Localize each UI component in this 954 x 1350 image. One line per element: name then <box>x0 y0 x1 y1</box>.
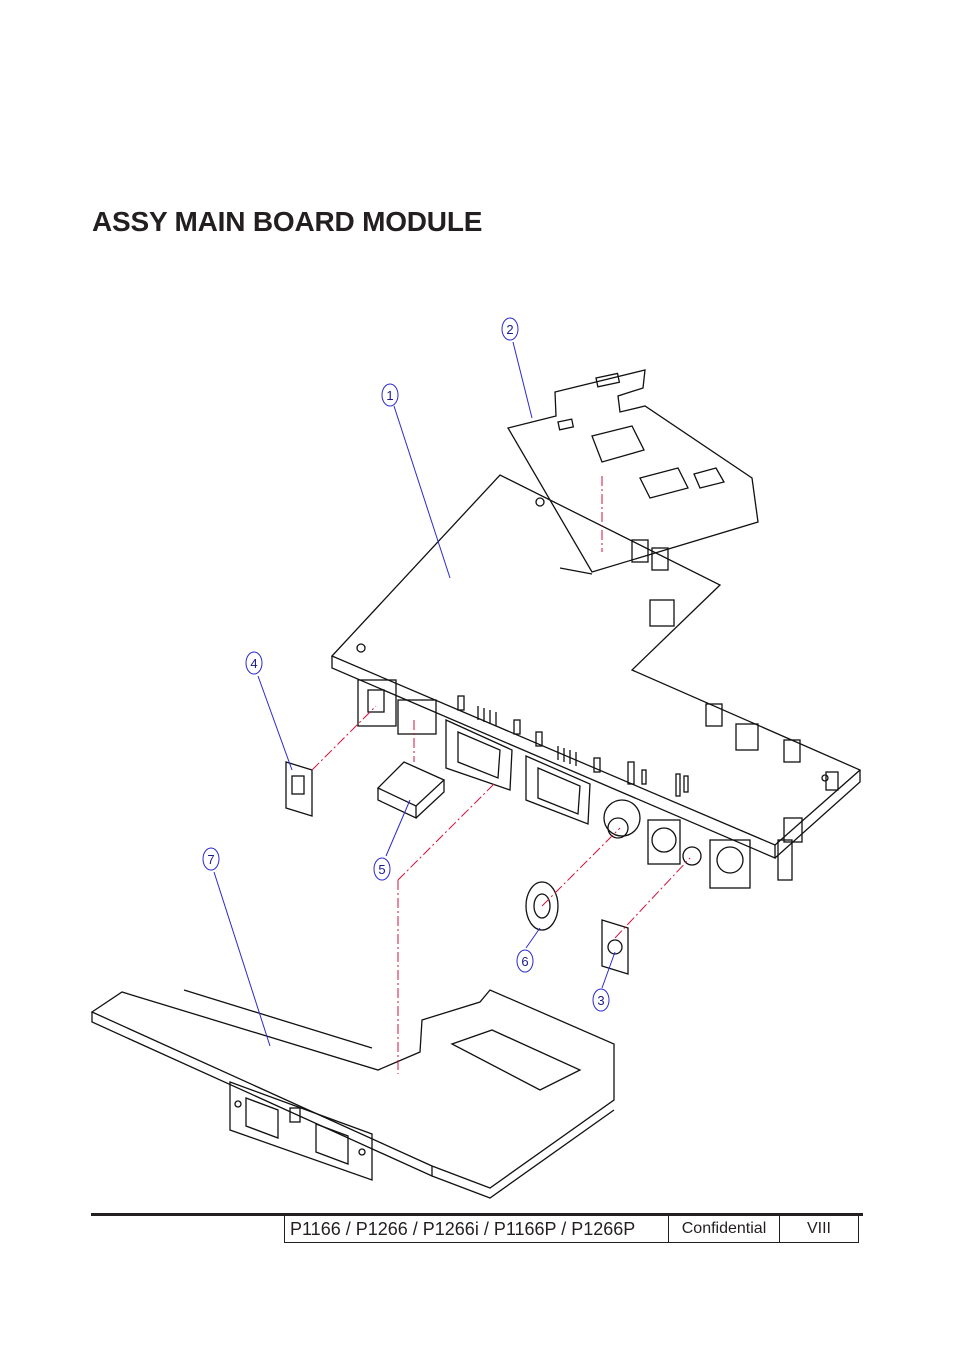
footer-models: P1166 / P1266 / P1266i / P1166P / P1266P <box>284 1216 669 1243</box>
callout-6: 6 <box>516 927 541 973</box>
svg-text:4: 4 <box>250 656 257 671</box>
insulator-sheet <box>507 369 759 575</box>
square-insulator <box>601 919 629 975</box>
svg-text:3: 3 <box>597 993 604 1008</box>
callout-4: 4 <box>245 651 293 771</box>
svg-text:1: 1 <box>386 388 393 403</box>
footer-rule <box>91 1213 863 1216</box>
main-board <box>330 474 862 889</box>
svg-text:7: 7 <box>207 852 214 867</box>
callout-3: 3 <box>592 951 616 1012</box>
callout-2: 2 <box>501 317 533 419</box>
washer <box>525 881 559 931</box>
callout-7: 7 <box>202 847 271 1047</box>
svg-text:5: 5 <box>378 862 385 877</box>
usb-bracket <box>285 761 313 817</box>
footer-confidentiality: Confidential <box>668 1216 780 1243</box>
callout-1: 1 <box>381 383 451 579</box>
svg-text:6: 6 <box>521 954 528 969</box>
assembly-lines <box>311 476 691 1074</box>
callout-5: 5 <box>373 799 411 881</box>
footer-page-number: VIII <box>779 1216 859 1243</box>
chassis-bracket <box>90 989 615 1199</box>
thermal-pad <box>376 761 446 820</box>
svg-text:2: 2 <box>506 322 513 337</box>
exploded-assembly-drawing: 1 2 3 4 5 6 7 <box>80 300 880 1200</box>
page-title: ASSY MAIN BOARD MODULE <box>92 206 483 237</box>
footer-table: P1166 / P1266 / P1266i / P1166P / P1266P… <box>284 1216 859 1243</box>
